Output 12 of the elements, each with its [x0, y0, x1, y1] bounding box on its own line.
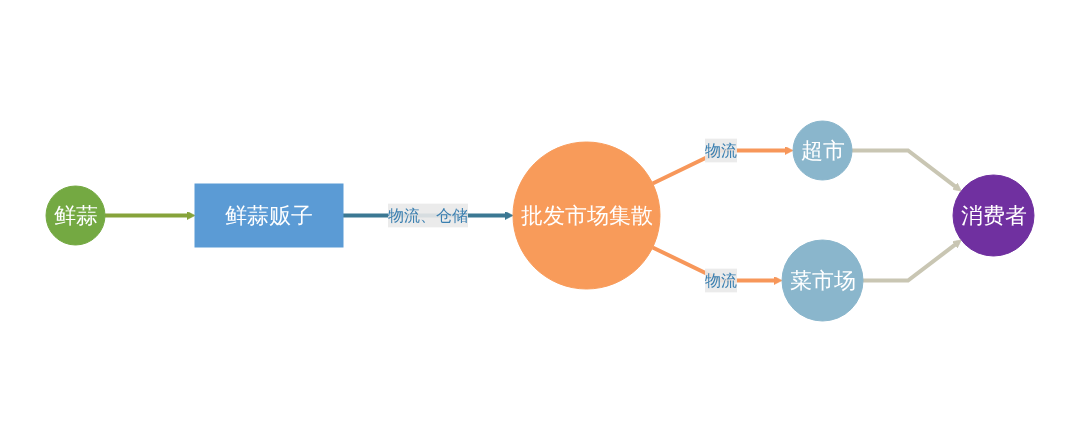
node-circle: 鲜蒜	[45, 185, 106, 245]
node-circle: 批发市场集散	[512, 141, 661, 289]
node-circle: 菜市场	[781, 239, 864, 321]
edge-label: 物流	[705, 140, 737, 159]
node-circle: 超市	[792, 120, 853, 180]
arrow	[105, 210, 196, 220]
arrow	[852, 148, 962, 191]
node-box: 鲜蒜贩子	[194, 183, 344, 247]
edge-label: 物流、仓储	[388, 205, 468, 224]
node-circle: 消费者	[952, 174, 1035, 256]
arrow	[863, 239, 962, 282]
edge-label: 物流	[705, 270, 737, 289]
